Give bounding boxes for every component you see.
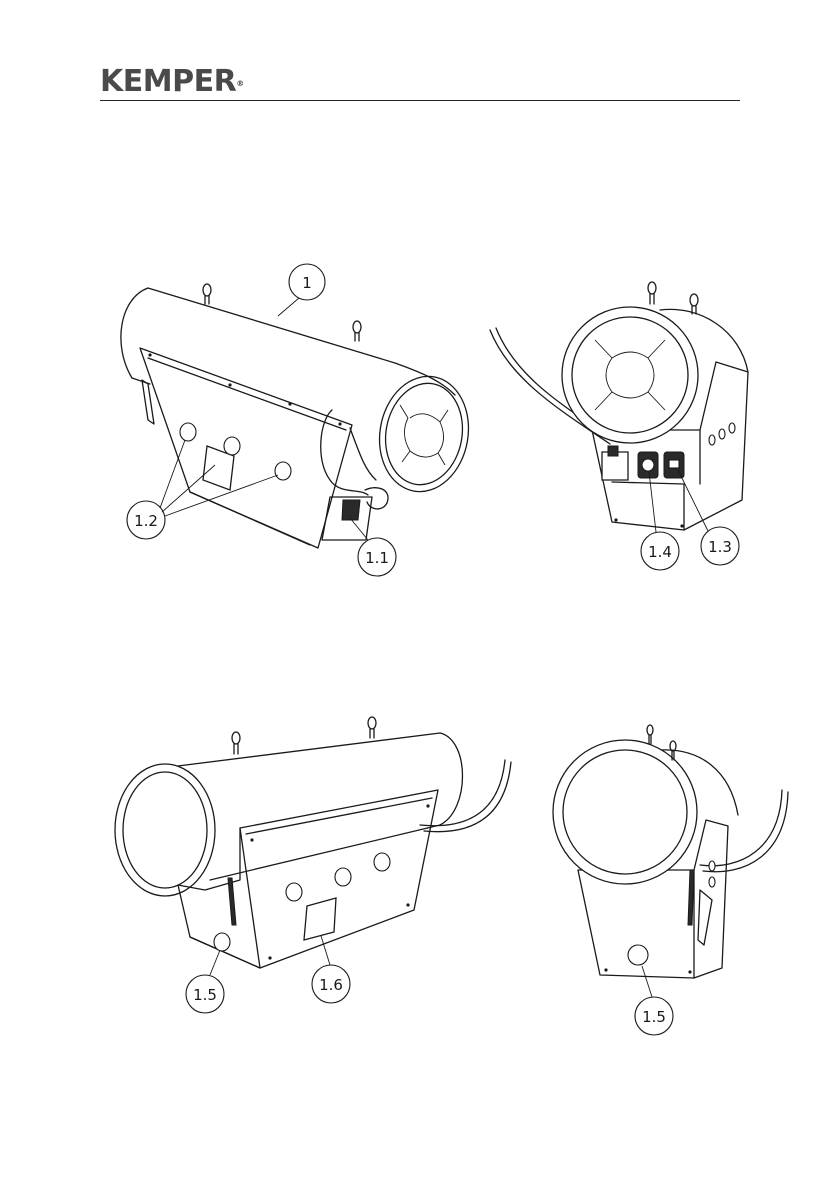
eye-bolt — [353, 321, 361, 341]
drawing-top-left: 1 1.2 1.1 — [121, 264, 478, 576]
callout-1-2: 1.2 — [127, 440, 278, 539]
eye-bolt — [203, 284, 211, 304]
drawing-top-right: 1.4 1.3 — [490, 282, 748, 570]
callout-1-label: 1 — [302, 274, 312, 292]
callout-1-1-label: 1.1 — [365, 549, 389, 567]
callout-1-1: 1.1 — [350, 518, 396, 576]
callout-1-5-second-label: 1.5 — [642, 1008, 666, 1026]
callout-1-6-label: 1.6 — [319, 976, 343, 994]
callout-1-5-label: 1.5 — [193, 986, 217, 1004]
callout-1-3-label: 1.3 — [708, 538, 732, 556]
callout-1-4-label: 1.4 — [648, 543, 672, 561]
callout-1-4: 1.4 — [641, 472, 679, 570]
drawing-bottom-left: 1.5 1.6 — [115, 717, 511, 1013]
callout-1-5: 1.5 — [186, 950, 224, 1013]
callout-1-2-label: 1.2 — [134, 512, 158, 530]
drawing-bottom-right: 1.5 — [553, 725, 788, 1035]
callout-1: 1 — [278, 264, 325, 316]
